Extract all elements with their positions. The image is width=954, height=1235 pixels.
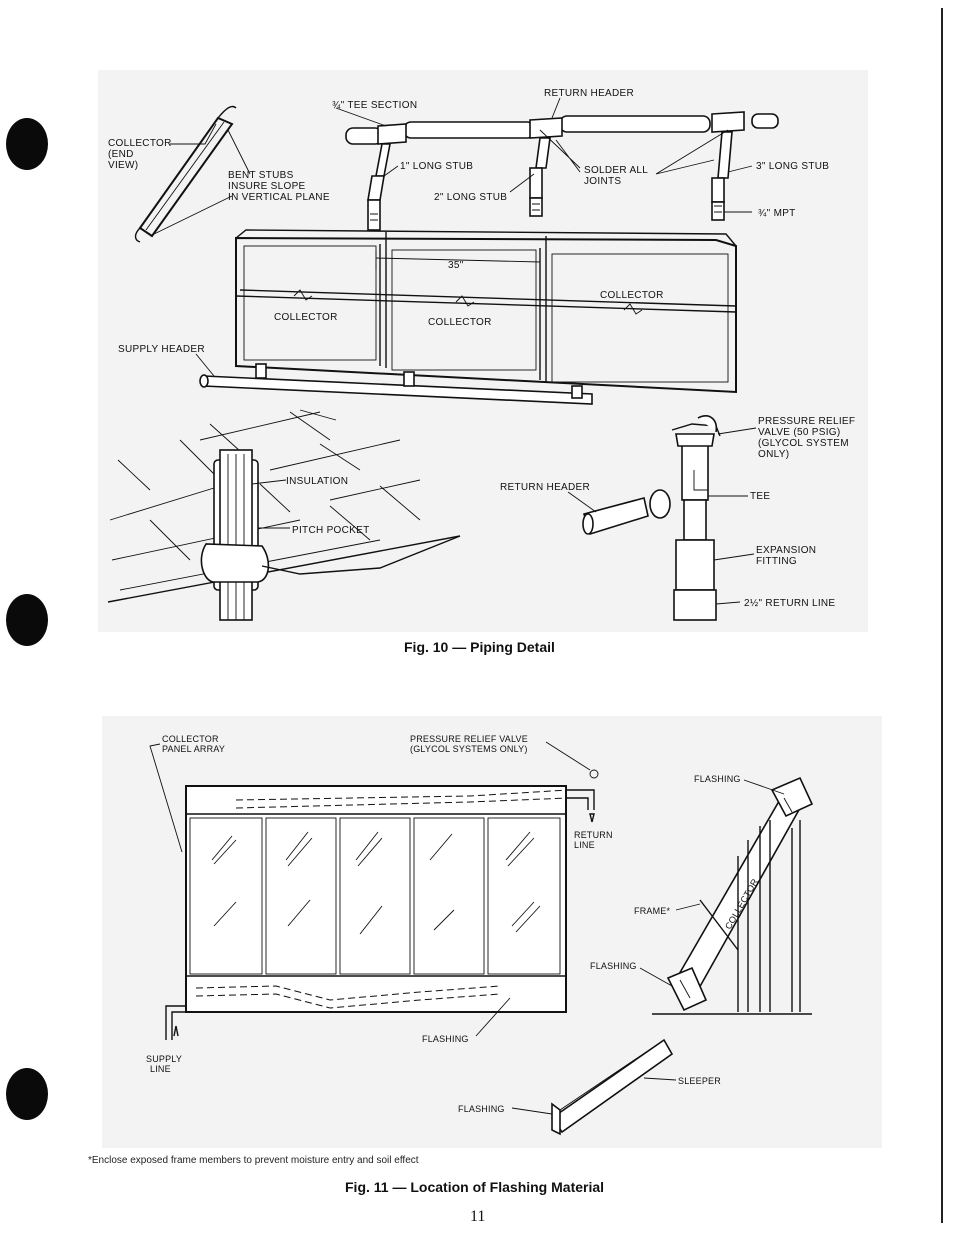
label-dimension-35: 35" bbox=[448, 260, 464, 271]
label-collector-end-3: VIEW) bbox=[108, 160, 138, 171]
label-return-line-fig11-2: LINE bbox=[574, 840, 595, 850]
figure-10-piping-detail: COLLECTOR (END VIEW) BENT STUBS INSURE S… bbox=[98, 70, 868, 632]
panel-array-front bbox=[165, 769, 599, 1040]
return-header-pipes bbox=[345, 111, 779, 145]
label-bent-stubs-3: IN VERTICAL PLANE bbox=[228, 192, 330, 203]
binder-hole-middle bbox=[6, 594, 48, 646]
roof-pitch-pocket bbox=[107, 409, 461, 621]
leader-flashing-top bbox=[743, 779, 785, 795]
label-pitch-pocket: PITCH POCKET bbox=[292, 525, 370, 536]
label-relief-valve-2: VALVE (50 PSIG) bbox=[758, 427, 841, 438]
side-view bbox=[652, 776, 814, 1015]
label-collector-right: COLLECTOR bbox=[600, 290, 664, 301]
label-return-line: 2½" RETURN LINE bbox=[744, 598, 835, 609]
leader-expansion bbox=[713, 553, 755, 561]
label-collector-left: COLLECTOR bbox=[274, 312, 338, 323]
leader-frame bbox=[675, 903, 701, 911]
label-insulation: INSULATION bbox=[286, 476, 348, 487]
sleeper bbox=[550, 1038, 674, 1136]
leader-panel-array bbox=[149, 743, 183, 853]
leader-relief-valve bbox=[717, 427, 757, 435]
label-expansion: EXPANSION bbox=[756, 545, 816, 556]
leader-return-header bbox=[551, 97, 561, 119]
relief-valve-detail bbox=[582, 415, 721, 621]
label-bent-stubs: BENT STUBS bbox=[228, 170, 294, 181]
footnote: *Enclose exposed frame members to preven… bbox=[88, 1155, 419, 1166]
leader-sleeper bbox=[643, 1077, 677, 1081]
label-relief-valve-fig11-2: (GLYCOL SYSTEMS ONLY) bbox=[410, 744, 528, 754]
leader-solder bbox=[539, 129, 729, 175]
label-relief-valve-3: (GLYCOL SYSTEM bbox=[758, 438, 849, 449]
label-relief-valve: PRESSURE RELIEF bbox=[758, 416, 855, 427]
figure-10-caption: Fig. 10 — Piping Detail bbox=[404, 639, 555, 655]
leader-tee-section bbox=[335, 107, 387, 127]
leader-flashing-sleeper bbox=[511, 1107, 553, 1115]
label-solder: SOLDER ALL bbox=[584, 165, 648, 176]
leader-3in-stub bbox=[727, 165, 753, 173]
label-collector-end-2: (END bbox=[108, 149, 134, 160]
leader-flashing-bottom bbox=[475, 997, 511, 1037]
label-solder-2: JOINTS bbox=[584, 176, 621, 187]
binder-hole-bottom bbox=[6, 1068, 48, 1120]
label-relief-valve-4: ONLY) bbox=[758, 449, 789, 460]
leader-bent-stubs bbox=[227, 129, 251, 175]
label-flashing-sleeper: FLASHING bbox=[458, 1104, 505, 1114]
leader-bent-stubs-2 bbox=[149, 195, 233, 237]
label-return-line-fig11: RETURN bbox=[574, 830, 613, 840]
leader-insulation bbox=[251, 479, 287, 485]
leader-return-line bbox=[715, 601, 741, 605]
collector-array bbox=[235, 229, 737, 394]
binder-hole-top bbox=[6, 118, 48, 170]
collector-end-view bbox=[134, 105, 237, 243]
label-collector-end: COLLECTOR bbox=[108, 138, 172, 149]
label-supply-header: SUPPLY HEADER bbox=[118, 344, 205, 355]
leader-2in-stub bbox=[509, 173, 535, 193]
label-supply-line-2: LINE bbox=[150, 1064, 171, 1074]
leader-collector-end bbox=[170, 123, 217, 145]
label-tee-section: ¾" TEE SECTION bbox=[332, 100, 417, 111]
label-2in-stub: 2" LONG STUB bbox=[434, 192, 507, 203]
label-flashing-top: FLASHING bbox=[694, 774, 741, 784]
page-edge-rule bbox=[941, 8, 943, 1223]
page-number: 11 bbox=[470, 1208, 486, 1225]
label-flashing-bottom: FLASHING bbox=[422, 1034, 469, 1044]
label-expansion-2: FITTING bbox=[756, 556, 797, 567]
leader-1in-stub bbox=[383, 165, 399, 177]
label-relief-valve-fig11: PRESSURE RELIEF VALVE bbox=[410, 734, 528, 744]
supply-header bbox=[199, 363, 593, 405]
leader-return-header-detail bbox=[567, 491, 597, 513]
label-tee: TEE bbox=[750, 491, 770, 502]
label-bent-stubs-2: INSURE SLOPE bbox=[228, 181, 306, 192]
label-return-header-top: RETURN HEADER bbox=[544, 88, 634, 99]
label-panel-array-2: PANEL ARRAY bbox=[162, 744, 225, 754]
leader-flashing-side bbox=[639, 967, 673, 987]
label-panel-array: COLLECTOR bbox=[162, 734, 219, 744]
label-flashing-side: FLASHING bbox=[590, 961, 637, 971]
leader-relief-valve-fig11 bbox=[545, 741, 591, 771]
label-supply-line: SUPPLY bbox=[146, 1054, 182, 1064]
label-return-header-detail: RETURN HEADER bbox=[500, 482, 590, 493]
label-collector-mid: COLLECTOR bbox=[428, 317, 492, 328]
label-mpt: ¾" MPT bbox=[758, 208, 796, 219]
label-frame: FRAME* bbox=[634, 906, 671, 916]
figure-11-caption: Fig. 11 — Location of Flashing Material bbox=[345, 1179, 605, 1195]
label-1in-stub: 1" LONG STUB bbox=[400, 161, 473, 172]
label-sleeper: SLEEPER bbox=[678, 1076, 721, 1086]
leader-supply-header bbox=[195, 353, 215, 377]
label-3in-stub: 3" LONG STUB bbox=[756, 161, 829, 172]
